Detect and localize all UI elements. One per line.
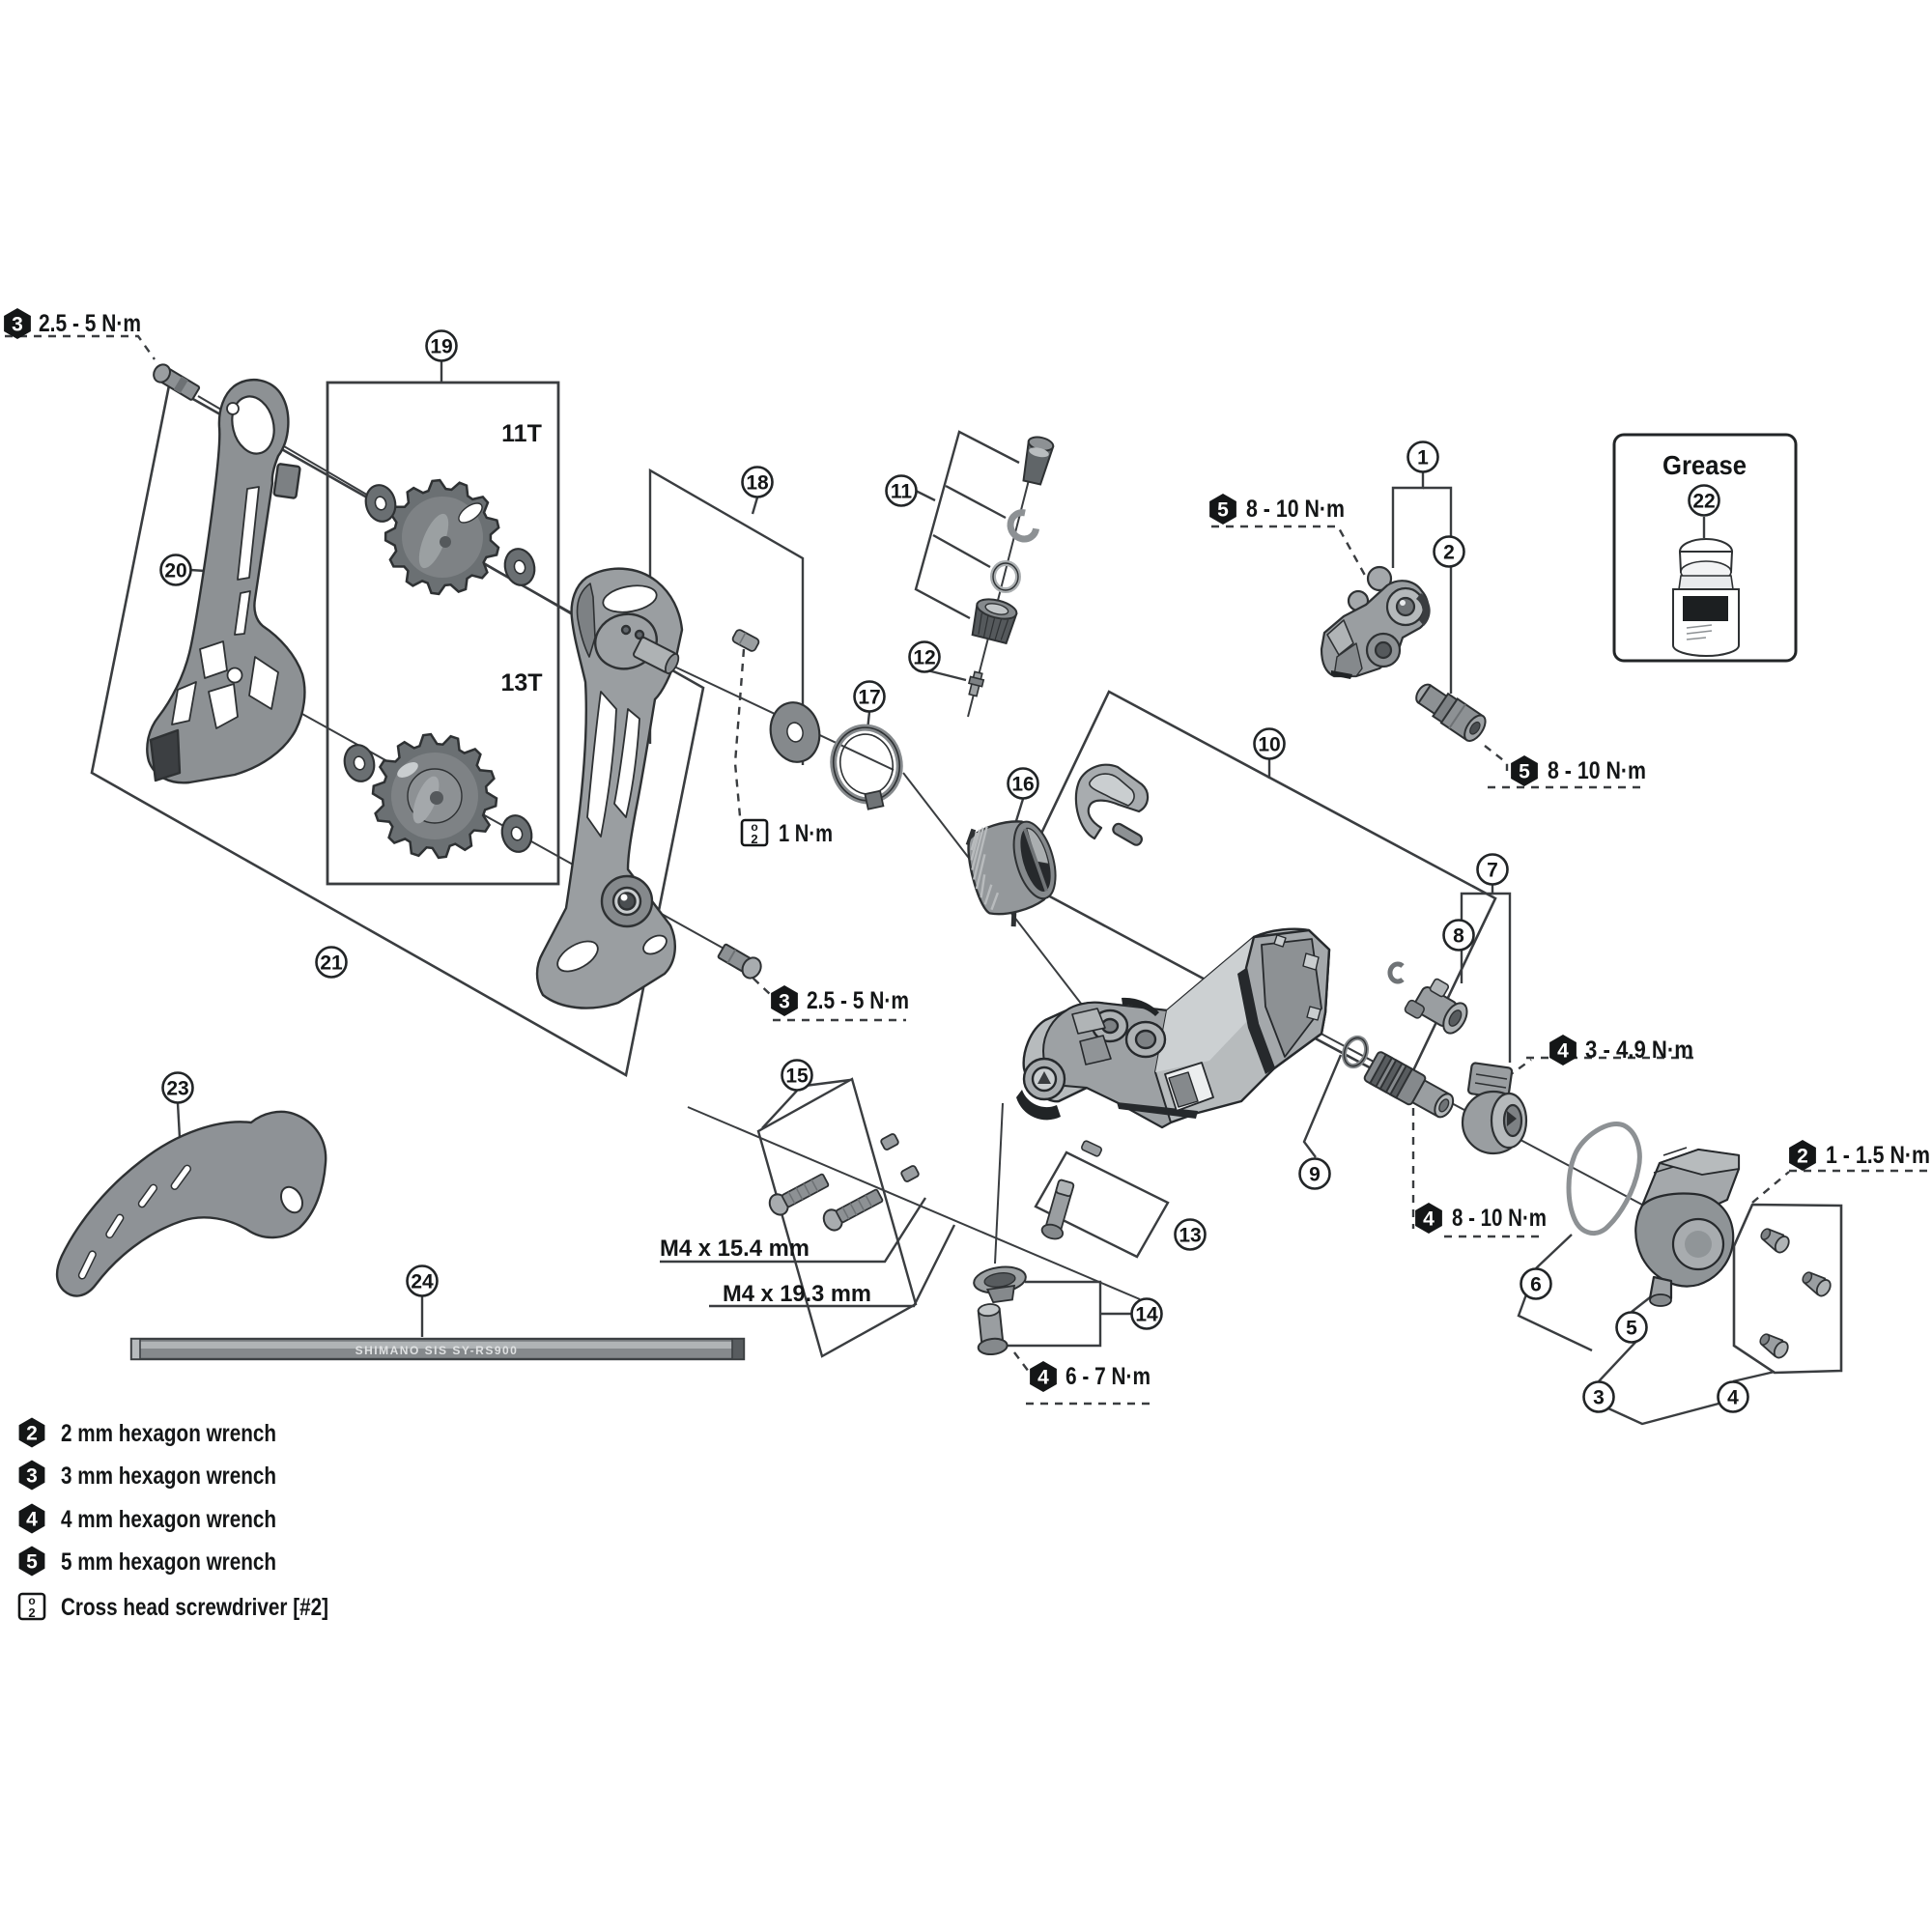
svg-text:11: 11 — [891, 481, 913, 503]
svg-text:14: 14 — [1135, 1304, 1158, 1326]
svg-text:2: 2 — [751, 832, 757, 846]
svg-text:3: 3 — [12, 314, 23, 336]
svg-text:1 - 1.5 N·m: 1 - 1.5 N·m — [1826, 1142, 1930, 1169]
svg-text:2.5 - 5 N·m: 2.5 - 5 N·m — [39, 310, 141, 337]
svg-text:4: 4 — [1727, 1387, 1739, 1409]
svg-text:SHIMANO SIS SY-RS900: SHIMANO SIS SY-RS900 — [355, 1344, 519, 1357]
svg-text:18: 18 — [746, 472, 769, 495]
svg-text:3: 3 — [1593, 1387, 1605, 1409]
svg-text:22: 22 — [1692, 491, 1715, 513]
svg-text:6 - 7 N·m: 6 - 7 N·m — [1065, 1363, 1151, 1390]
svg-text:23: 23 — [166, 1078, 188, 1100]
svg-text:15: 15 — [785, 1065, 809, 1088]
svg-text:13: 13 — [1179, 1225, 1201, 1247]
svg-text:5: 5 — [1519, 761, 1530, 783]
svg-text:3: 3 — [779, 991, 790, 1013]
svg-text:2.5 - 5 N·m: 2.5 - 5 N·m — [807, 987, 909, 1014]
svg-text:13T: 13T — [500, 669, 542, 696]
svg-text:4: 4 — [26, 1509, 38, 1531]
svg-text:3: 3 — [26, 1465, 38, 1488]
svg-text:3 mm hexagon wrench: 3 mm hexagon wrench — [61, 1463, 276, 1490]
svg-text:3 - 4.9 N·m: 3 - 4.9 N·m — [1585, 1037, 1693, 1064]
svg-text:5: 5 — [26, 1551, 38, 1574]
svg-text:4: 4 — [1423, 1208, 1435, 1231]
svg-text:o: o — [751, 820, 757, 834]
svg-text:10: 10 — [1258, 734, 1280, 756]
svg-text:8 - 10 N·m: 8 - 10 N·m — [1548, 757, 1646, 784]
svg-text:2: 2 — [1443, 542, 1455, 564]
svg-text:17: 17 — [858, 687, 880, 709]
svg-text:11T: 11T — [501, 420, 542, 447]
svg-text:2: 2 — [26, 1423, 38, 1445]
svg-text:5: 5 — [1626, 1318, 1637, 1340]
svg-text:2 mm hexagon wrench: 2 mm hexagon wrench — [61, 1420, 276, 1447]
svg-text:4: 4 — [1557, 1040, 1569, 1063]
svg-text:5 mm hexagon wrench: 5 mm hexagon wrench — [61, 1548, 276, 1576]
svg-text:2: 2 — [1797, 1146, 1808, 1168]
svg-text:21: 21 — [320, 952, 343, 975]
svg-text:2: 2 — [28, 1605, 35, 1620]
svg-text:1: 1 — [1417, 447, 1429, 469]
svg-text:8 - 10 N·m: 8 - 10 N·m — [1246, 496, 1345, 523]
svg-text:9: 9 — [1309, 1164, 1321, 1186]
svg-text:5: 5 — [1217, 499, 1229, 522]
svg-text:Grease: Grease — [1662, 450, 1747, 480]
svg-text:24: 24 — [411, 1271, 434, 1293]
svg-text:12: 12 — [913, 647, 935, 669]
svg-text:7: 7 — [1487, 860, 1498, 882]
svg-text:M4 x 19.3 mm: M4 x 19.3 mm — [723, 1281, 871, 1307]
svg-text:16: 16 — [1011, 774, 1034, 796]
svg-text:8 - 10 N·m: 8 - 10 N·m — [1452, 1205, 1547, 1232]
svg-text:Cross head screwdriver [#2]: Cross head screwdriver [#2] — [61, 1594, 328, 1621]
svg-text:4: 4 — [1037, 1367, 1049, 1389]
svg-text:6: 6 — [1530, 1274, 1542, 1296]
svg-text:4 mm hexagon wrench: 4 mm hexagon wrench — [61, 1506, 276, 1533]
svg-text:20: 20 — [164, 560, 186, 582]
svg-text:1 N·m: 1 N·m — [779, 820, 833, 847]
svg-text:8: 8 — [1453, 925, 1464, 948]
svg-text:M4 x 15.4 mm: M4 x 15.4 mm — [660, 1236, 810, 1262]
svg-text:o: o — [28, 1594, 35, 1607]
svg-text:19: 19 — [430, 336, 452, 358]
